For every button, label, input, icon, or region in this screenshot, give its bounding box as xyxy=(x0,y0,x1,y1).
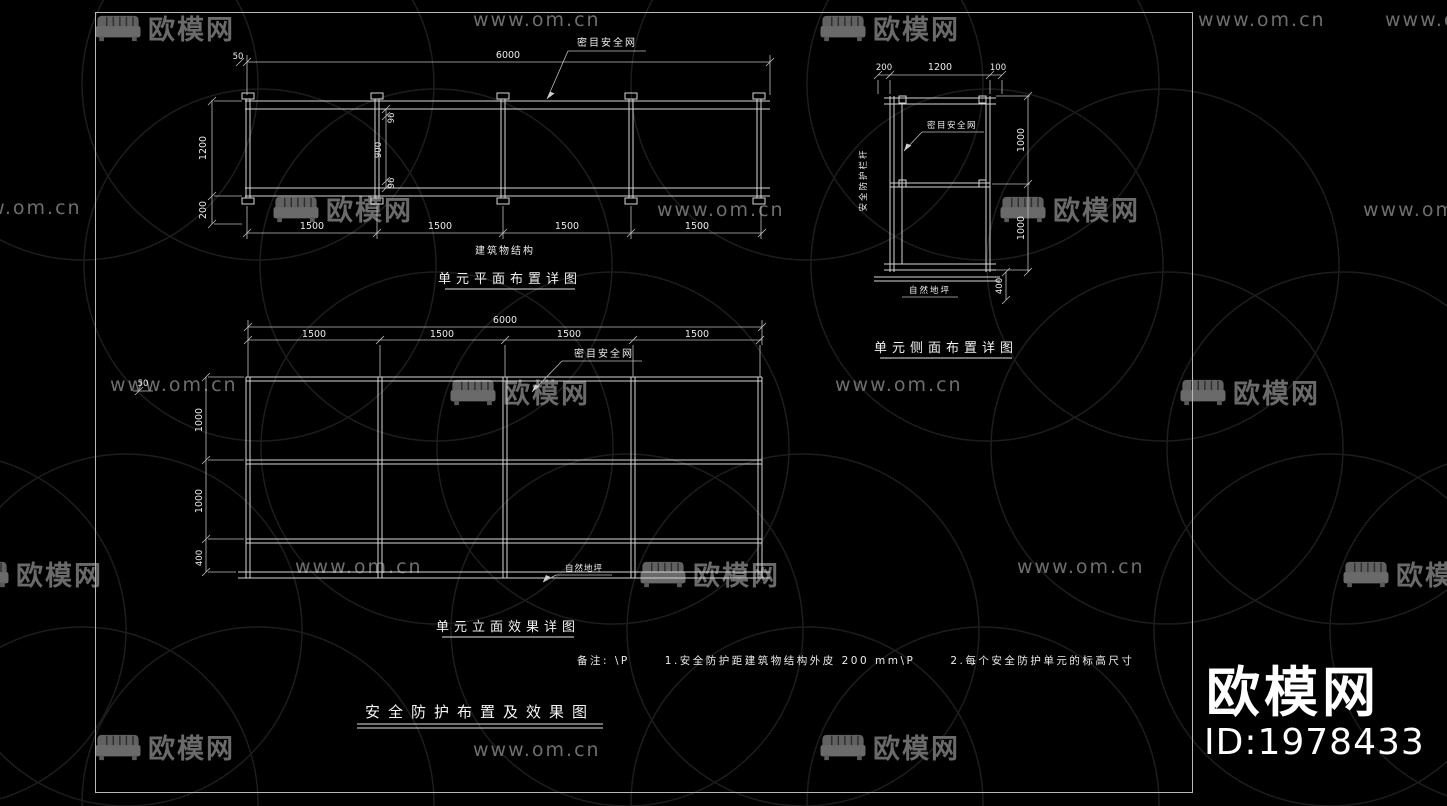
elevation-dim-height-label: 1000 xyxy=(194,408,205,432)
watermark-brand-text: 欧模网 xyxy=(873,15,960,46)
watermark-brand-text: 欧模网 xyxy=(1053,196,1140,227)
side-clamp-squares xyxy=(898,95,987,188)
elevation-view-title: 单元立面效果详图 xyxy=(436,620,580,635)
side-dim-left-label: 200 xyxy=(876,63,892,73)
watermark-brand: 欧模网 xyxy=(273,189,413,228)
side-ground-label: 自然地坪 xyxy=(909,285,951,296)
elevation-dim-bay-label: 1500 xyxy=(302,329,326,340)
side-view-title: 单元侧面布置详图 xyxy=(874,341,1018,356)
plan-dim-bay-label: 1500 xyxy=(428,221,452,232)
watermark-site: www.om.cn xyxy=(835,374,963,396)
sheet-frame xyxy=(95,12,1193,793)
plan-dim-post-end-label: 96 xyxy=(387,113,397,124)
elevation-net-label: 密目安全网 xyxy=(574,347,634,360)
side-net-label: 密目安全网 xyxy=(927,120,977,131)
side-dim-height-label: 1000 xyxy=(1016,128,1027,152)
watermark-brand: 欧模网 xyxy=(1343,554,1447,593)
model-id-text: ID:1978433 xyxy=(1204,722,1425,763)
watermark-brand-text: 欧模网 xyxy=(693,561,780,592)
plan-dim-post-end-label: 96 xyxy=(387,178,397,189)
watermark-brand: 欧模网 xyxy=(820,727,960,766)
watermark-brand-text: 欧模网 xyxy=(148,734,235,765)
watermark-brand: 欧模网 xyxy=(95,8,235,47)
plan-geometry xyxy=(245,99,770,198)
sheet-title: 安全防护布置及效果图 xyxy=(365,703,595,721)
plan-dim-offset-label: 200 xyxy=(198,201,209,219)
watermark-brand: 欧模网 xyxy=(450,372,590,411)
plan-dim-bay-label: 1500 xyxy=(685,221,709,232)
watermark-brand-text: 欧模网 xyxy=(16,561,103,592)
plan-structure-label: 建筑物结构 xyxy=(475,244,535,257)
watermark-brand: 欧模网 xyxy=(1180,372,1320,411)
plan-dim-width-label: 1200 xyxy=(198,136,209,160)
side-dim-mid-label: 1200 xyxy=(928,62,952,73)
elevation-dim-height-label: 1000 xyxy=(194,489,205,513)
elevation-dim-gap-label: 50 xyxy=(138,379,149,389)
side-dim-bottom-label: 400 xyxy=(995,278,1005,294)
watermark-site: www.om.cn xyxy=(0,197,82,219)
elevation-dim-total-label: 6000 xyxy=(493,315,517,326)
watermark-site: www.om.cn xyxy=(657,199,785,221)
side-dim-lines xyxy=(873,70,1033,305)
watermark-site: www.om.cn xyxy=(110,374,238,396)
plan-dim-bay-label: 1500 xyxy=(300,221,324,232)
elevation-view: 6000 1500 1500 1500 1500 密目安全网 1000 1000… xyxy=(133,315,770,638)
watermark-brand-text: 欧模网 xyxy=(326,196,413,227)
plan-view-title: 单元平面布置详图 xyxy=(438,272,582,287)
watermark-site: www.om.cn xyxy=(1017,556,1145,578)
plan-dim-post-label: 900 xyxy=(374,142,384,158)
watermark-site: www.om.cn xyxy=(473,739,601,761)
watermark-brand-text: 欧模网 xyxy=(503,379,590,410)
side-view: 200 1200 100 密目安全网 1000 1000 400 安全防护栏杆 … xyxy=(858,62,1033,359)
plan-leader-arrow xyxy=(547,91,555,99)
elevation-dim-lines xyxy=(133,320,767,583)
plan-dim-total-label: 6000 xyxy=(496,50,520,61)
sheet-title-underline xyxy=(357,723,603,729)
watermark-site: www.om.cn xyxy=(473,9,601,31)
side-dim-height-label: 1000 xyxy=(1016,216,1027,240)
elevation-dim-bay-label: 1500 xyxy=(685,329,709,340)
watermark-brand: 欧模网 xyxy=(820,8,960,47)
watermark-brand-text: 欧模网 xyxy=(148,15,235,46)
watermark-brand: 欧模网 xyxy=(640,554,780,593)
elevation-net-arrow xyxy=(532,384,540,392)
watermark-brand-text: 欧模网 xyxy=(873,734,960,765)
plan-dim-bay-label: 1500 xyxy=(555,221,579,232)
elevation-ground-arrow xyxy=(543,575,551,582)
drawing-notes: 备注: \P 1.安全防护距建筑物结构外皮 200 mm\P 2.每个安全防护单… xyxy=(577,654,1134,667)
elevation-dim-bay-label: 1500 xyxy=(557,329,581,340)
side-rail-label: 安全防护栏杆 xyxy=(858,148,869,211)
watermark-brand: 欧模网 xyxy=(1000,189,1140,228)
watermark-brand-text: 欧模网 xyxy=(1233,379,1320,410)
elevation-dim-bottom-label: 400 xyxy=(195,550,205,566)
elevation-ground-label: 自然地坪 xyxy=(565,563,603,574)
plan-dim-gap-label: 50 xyxy=(233,52,244,62)
plan-view: 6000 50 密目安全网 1200 200 900 96 96 1500 15… xyxy=(198,36,775,290)
watermark-site: www.om.cn xyxy=(1198,9,1326,31)
side-leader-arrow xyxy=(904,143,912,151)
watermark-brand: 欧模网 xyxy=(0,554,103,593)
elevation-geometry xyxy=(238,376,770,579)
plan-net-label: 密目安全网 xyxy=(577,36,637,49)
watermark-brand-text: 欧模网 xyxy=(1396,561,1447,592)
watermark-brand: 欧模网 xyxy=(95,727,235,766)
elevation-dim-bay-label: 1500 xyxy=(430,329,454,340)
watermark-site: www.om.cn xyxy=(1385,9,1447,31)
watermark-site: www.om.cn xyxy=(1363,199,1447,221)
side-dim-right-label: 100 xyxy=(990,63,1006,73)
plan-clamp-squares xyxy=(241,92,766,205)
plan-dim-lines xyxy=(207,50,775,239)
site-logo-text: 欧模网 xyxy=(1206,661,1380,724)
